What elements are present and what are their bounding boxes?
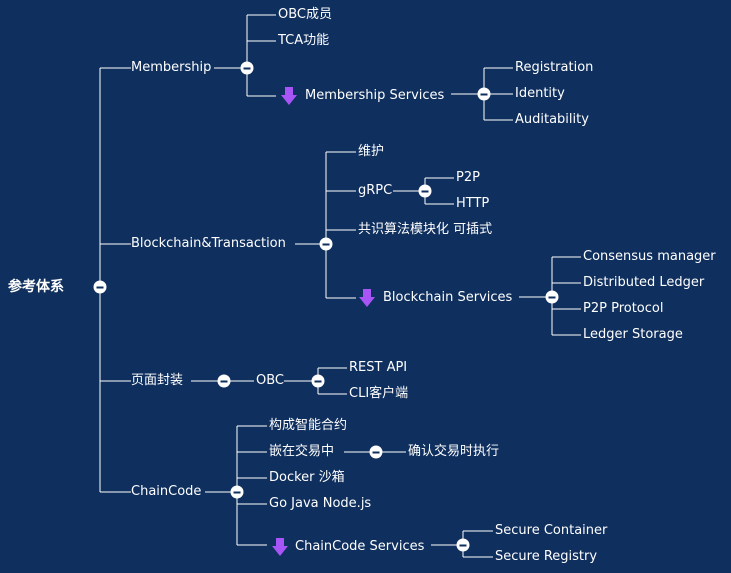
- node-chaincode[interactable]: ChainCode: [131, 484, 202, 499]
- down-arrow-icon: [272, 538, 288, 556]
- node-membership[interactable]: Membership: [131, 60, 212, 75]
- root-node[interactable]: 参考体系: [8, 279, 64, 295]
- collapse-membership-icon[interactable]: [240, 61, 254, 75]
- node-obc-member[interactable]: OBC成员: [278, 7, 332, 22]
- node-distributed-ledger[interactable]: Distributed Ledger: [583, 275, 705, 290]
- collapse-chaincode-services-icon[interactable]: [456, 538, 470, 552]
- node-consensus-manager[interactable]: Consensus manager: [583, 249, 716, 264]
- node-p2p[interactable]: P2P: [456, 170, 480, 185]
- node-rest-api[interactable]: REST API: [349, 360, 408, 375]
- node-membership-services[interactable]: Membership Services: [305, 88, 445, 103]
- node-smart-contract[interactable]: 构成智能合约: [269, 418, 348, 433]
- collapse-membership-services-icon[interactable]: [477, 87, 491, 101]
- node-tca-function[interactable]: TCA功能: [278, 33, 330, 48]
- node-obc[interactable]: OBC: [256, 373, 284, 388]
- node-p2p-protocol[interactable]: P2P Protocol: [583, 301, 664, 316]
- node-http[interactable]: HTTP: [456, 196, 490, 211]
- node-cli-client[interactable]: CLI客户端: [349, 386, 409, 401]
- node-embedded-in-transaction[interactable]: 嵌在交易中: [269, 444, 335, 459]
- collapse-grpc-icon[interactable]: [418, 184, 432, 198]
- node-secure-container[interactable]: Secure Container: [495, 523, 608, 538]
- node-maintain[interactable]: 维护: [358, 144, 385, 159]
- collapse-root-icon[interactable]: [93, 280, 107, 294]
- collapse-obc-icon[interactable]: [311, 374, 325, 388]
- node-blockchain-transaction[interactable]: Blockchain&Transaction: [131, 236, 286, 251]
- node-page-encapsulation[interactable]: 页面封装: [131, 373, 184, 388]
- node-chaincode-services[interactable]: ChainCode Services: [295, 539, 425, 554]
- node-registration[interactable]: Registration: [515, 60, 594, 75]
- collapse-blockchain-icon[interactable]: [319, 237, 333, 251]
- collapse-page-icon[interactable]: [217, 374, 231, 388]
- down-arrow-icon: [281, 87, 297, 105]
- node-consensus-pluggable[interactable]: 共识算法模块化 可插式: [358, 222, 493, 237]
- node-identity[interactable]: Identity: [515, 86, 565, 101]
- node-grpc[interactable]: gRPC: [358, 183, 393, 198]
- collapse-embed-icon[interactable]: [369, 445, 383, 459]
- node-languages[interactable]: Go Java Node.js: [269, 496, 372, 511]
- collapse-blockchain-services-icon[interactable]: [545, 290, 559, 304]
- node-auditability[interactable]: Auditability: [515, 112, 589, 127]
- down-arrow-icon: [359, 289, 375, 307]
- node-blockchain-services[interactable]: Blockchain Services: [383, 290, 513, 305]
- node-docker-sandbox[interactable]: Docker 沙箱: [269, 470, 345, 485]
- node-secure-registry[interactable]: Secure Registry: [495, 549, 598, 564]
- node-execute-on-confirm[interactable]: 确认交易时执行: [408, 444, 500, 459]
- collapse-chaincode-icon[interactable]: [230, 485, 244, 499]
- node-ledger-storage[interactable]: Ledger Storage: [583, 327, 683, 342]
